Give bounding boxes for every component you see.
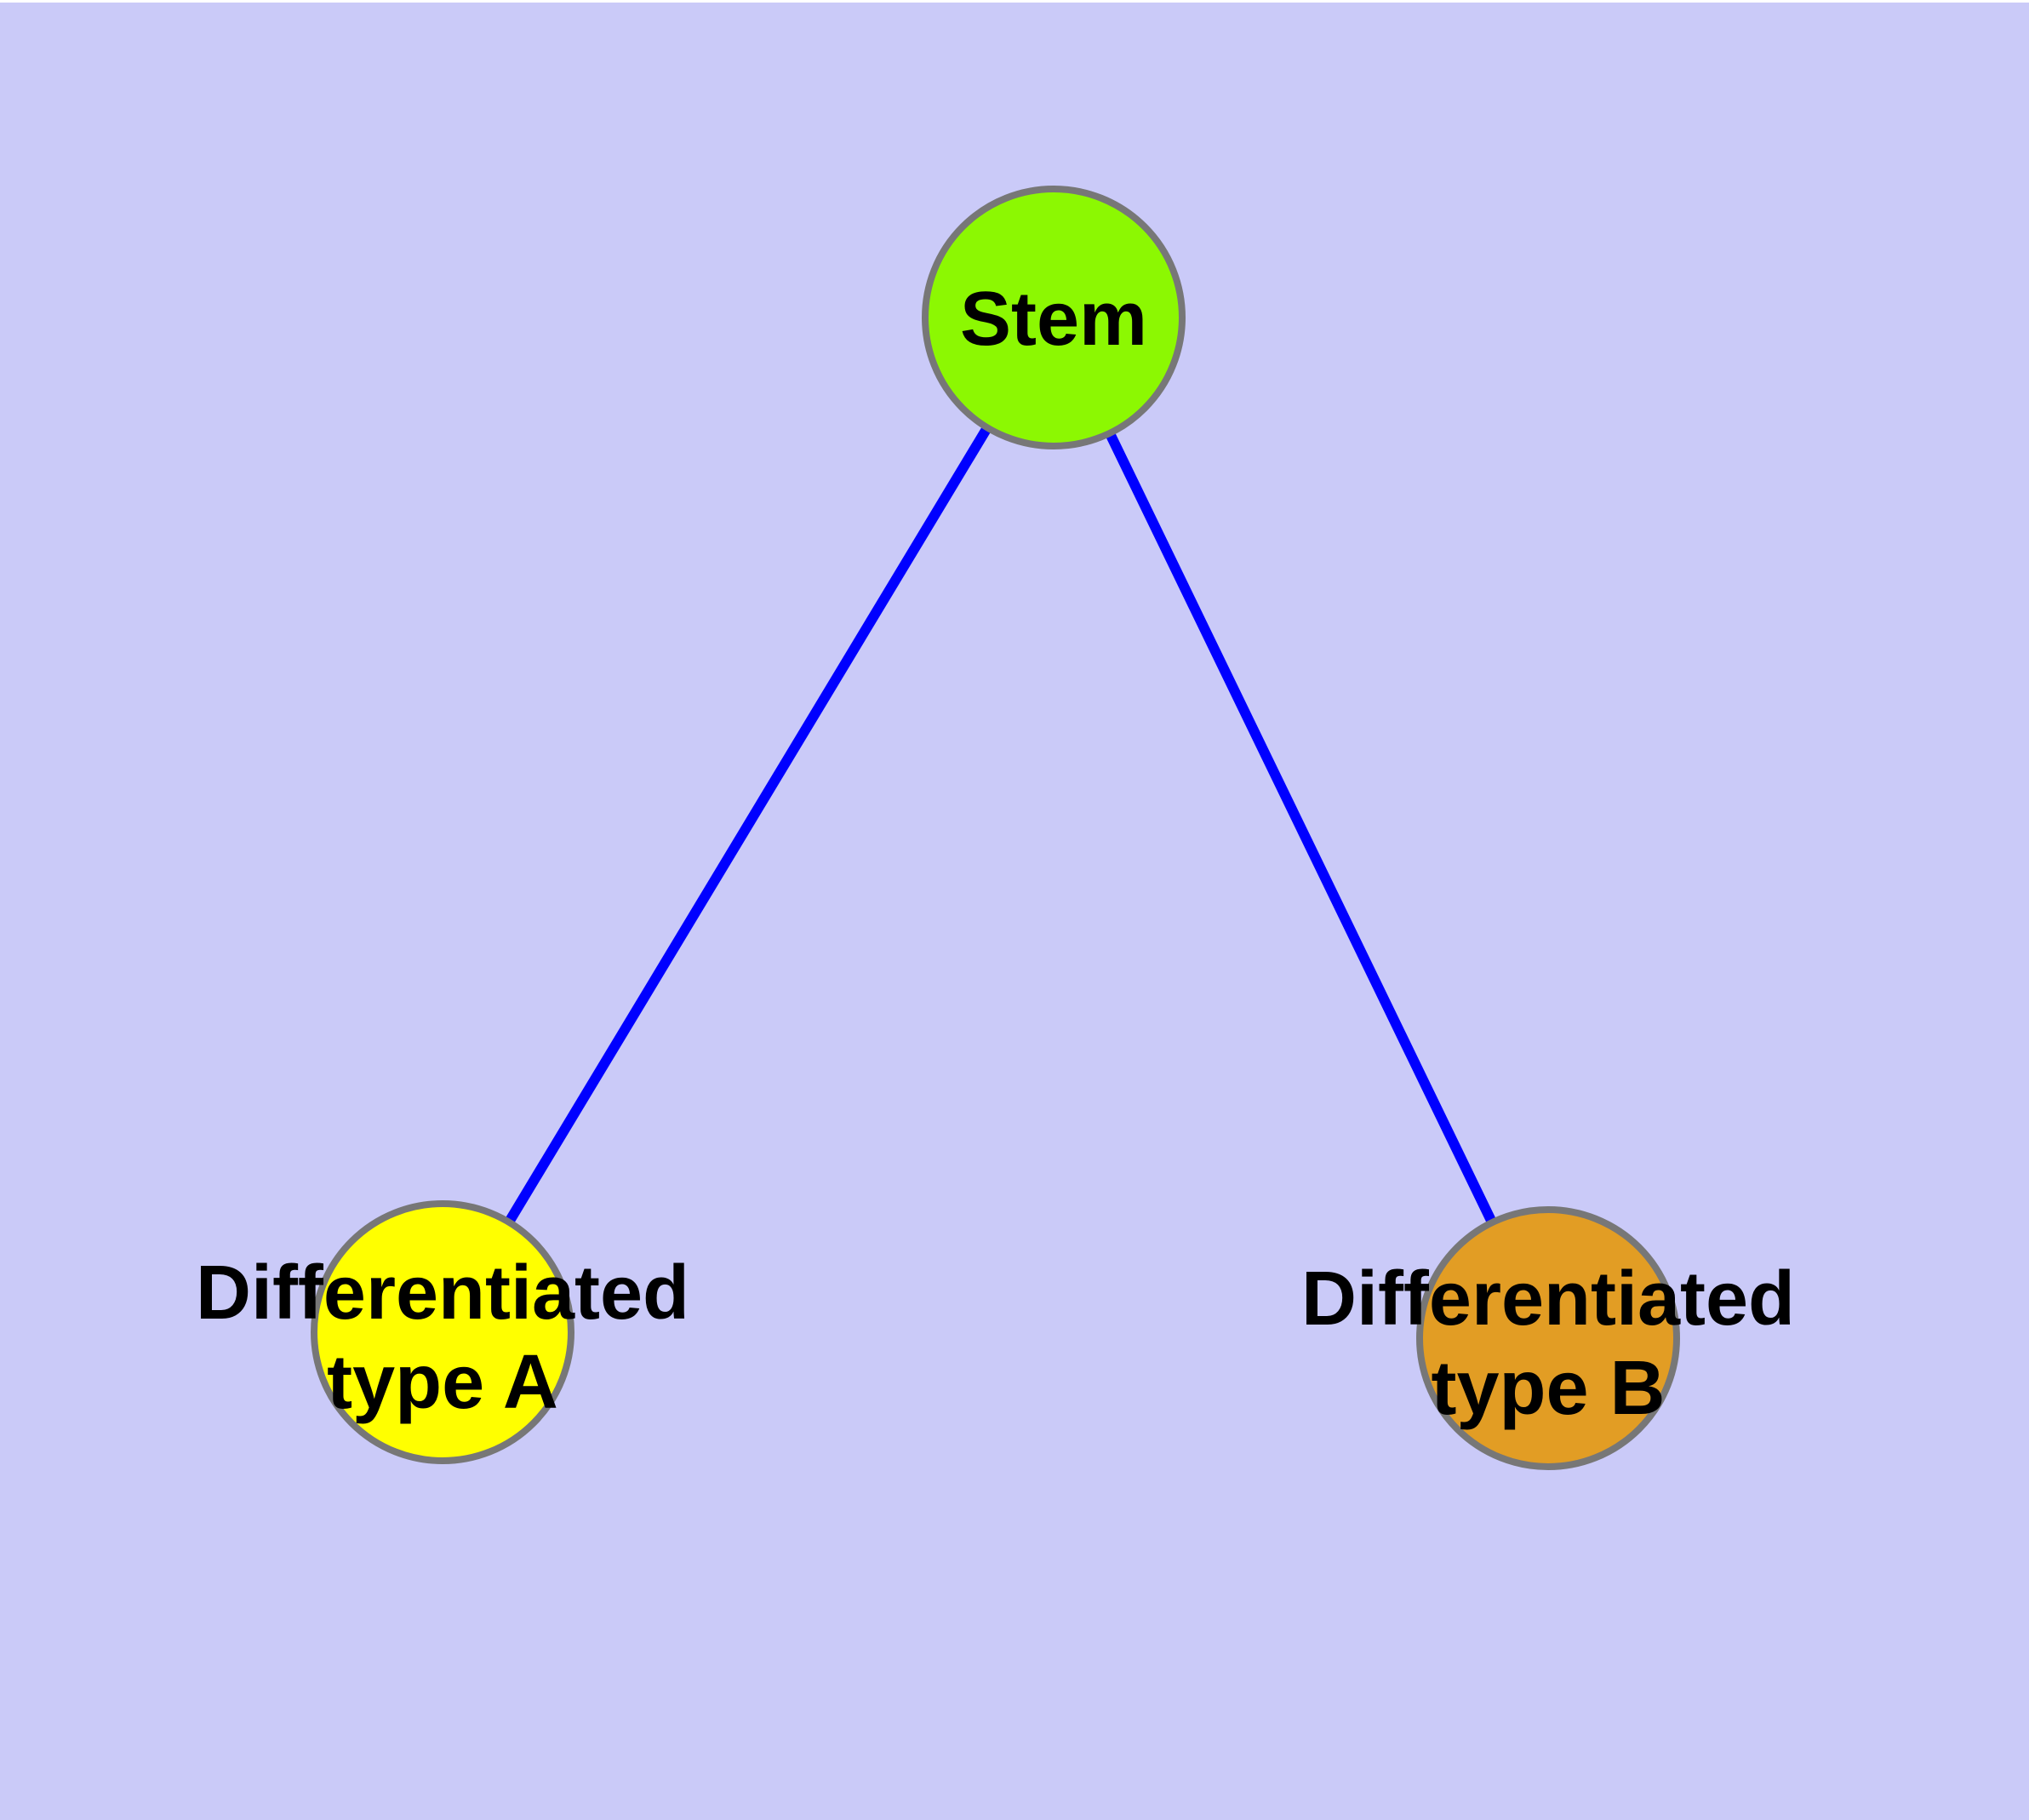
edge-stem-to-type-b xyxy=(1049,315,1553,1341)
differentiated-type-b-label-line1: Differentiated xyxy=(1301,1256,1795,1342)
differentiated-type-b-label-line2: type B xyxy=(1431,1346,1665,1431)
differentiated-type-b-node xyxy=(1416,1206,1680,1470)
differentiated-type-a-node xyxy=(311,1200,574,1464)
stem-node xyxy=(922,186,1186,449)
top-edge-strip xyxy=(0,0,2029,3)
stem-node-label: Stem xyxy=(960,277,1147,362)
differentiated-type-a-label-line1: Differentiated xyxy=(196,1251,689,1336)
differentiated-type-a-label-line2: type A xyxy=(327,1340,558,1425)
edge-stem-to-type-a xyxy=(437,314,1059,1336)
